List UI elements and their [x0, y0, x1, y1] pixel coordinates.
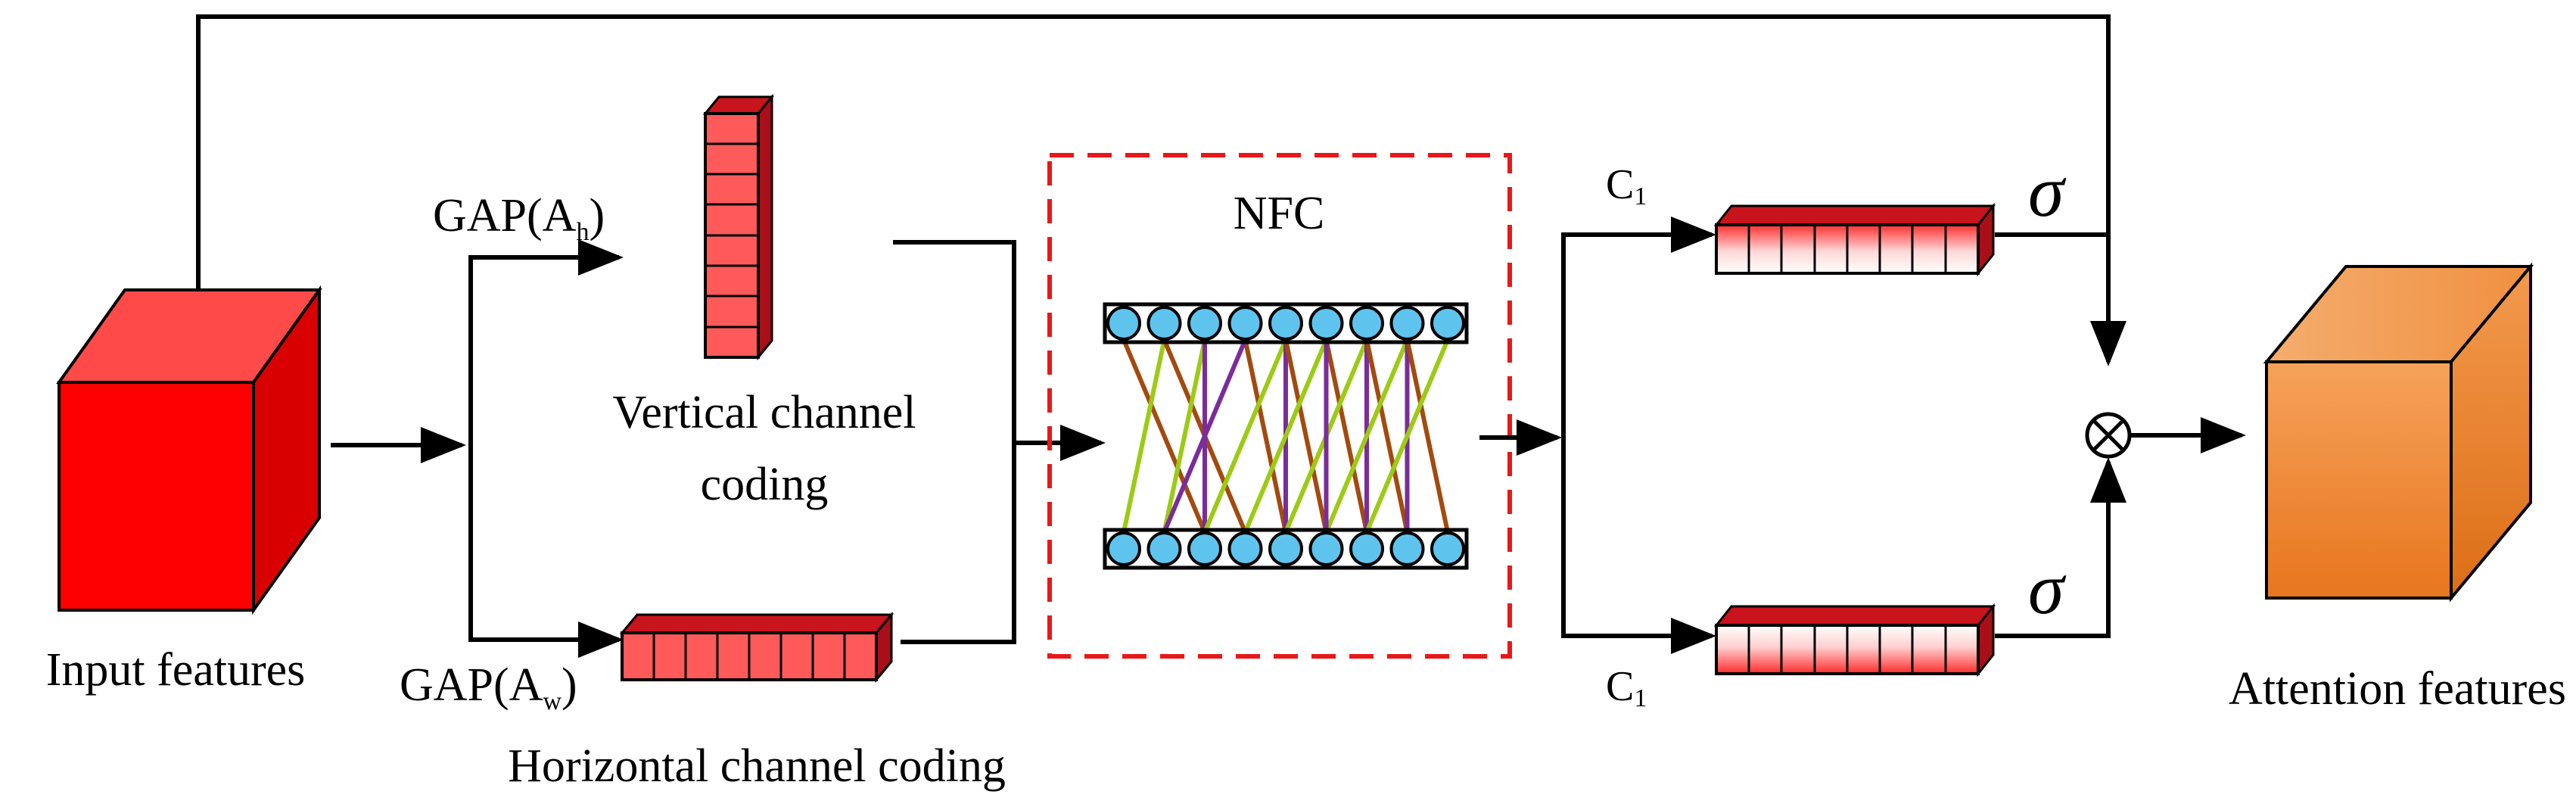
conv-bottom-arrow — [1561, 438, 1716, 654]
nfc-neuron — [1308, 306, 1344, 341]
sigma-bottom-arrow — [1995, 457, 2126, 638]
circled-times-icon — [2085, 412, 2132, 459]
nfc-neuron — [1349, 531, 1384, 566]
nfc-bottom-layer — [1103, 528, 1469, 570]
horizontal-coding-label: Horizontal channel coding — [508, 740, 1006, 792]
nfc-connection — [1324, 339, 1369, 533]
nfc-neuron — [1187, 531, 1222, 566]
nfc-neuron — [1268, 306, 1303, 341]
sigma-bottom-label: σ — [2028, 548, 2067, 629]
top-attention-vector — [1713, 202, 1996, 277]
nfc-connection — [1162, 339, 1207, 533]
nfc-label: NFC — [1234, 188, 1325, 239]
nfc-neuron — [1430, 531, 1465, 566]
nfc-neuron — [1146, 531, 1182, 566]
sigma-top-label: σ — [2028, 151, 2067, 232]
horizontal-merge-line — [901, 443, 1016, 644]
nfc-connection — [1122, 338, 1207, 534]
bottom-attention-vector — [1713, 603, 1996, 678]
skip-connection-arrow — [196, 14, 2126, 366]
conv-top-label: C1 — [1606, 161, 1647, 210]
nfc-neuron — [1227, 306, 1263, 341]
nfc-neuron — [1187, 306, 1222, 341]
nfc-connection — [1364, 339, 1410, 533]
gap-w-arrow — [468, 445, 624, 658]
nfc-connection — [1324, 338, 1410, 534]
gap-w-label: GAP(Aw) — [400, 659, 577, 715]
nfc-neuron — [1106, 306, 1141, 341]
attention-features-label: Attention features — [2229, 663, 2566, 715]
nfc-connection — [1283, 339, 1329, 533]
nfc-connection — [1202, 338, 1288, 534]
nfc-connections — [1122, 338, 1450, 534]
nfc-neuron — [1268, 531, 1303, 566]
vertical-channel-vector — [702, 93, 775, 361]
nfc-neuron — [1389, 531, 1425, 566]
vertical-coding-label-line2: coding — [701, 459, 829, 510]
gap-h-arrow — [468, 239, 624, 445]
nfc-connection — [1364, 338, 1450, 534]
attention-feature-cube — [2263, 262, 2534, 603]
nfc-connection — [1162, 338, 1248, 534]
vertical-merge-line — [893, 240, 1016, 443]
nfc-neuron — [1146, 306, 1182, 341]
nfc-neuron — [1106, 531, 1141, 566]
nfc-dashed-border — [1047, 153, 1512, 659]
vertical-coding-label-line1: Vertical channel — [612, 387, 916, 438]
input-features-label: Input features — [46, 644, 306, 696]
horizontal-channel-vector — [619, 611, 894, 684]
nfc-connection — [1243, 338, 1329, 534]
gap-h-label: GAP(Ah) — [433, 190, 605, 246]
nfc-neuron — [1308, 531, 1344, 566]
nfc-neuron — [1349, 306, 1384, 341]
nfc-neuron — [1430, 306, 1465, 341]
nfc-connection — [1243, 339, 1288, 533]
nfc-connection — [1122, 339, 1167, 533]
nfc-neuron — [1389, 306, 1425, 341]
nfc-neuron — [1227, 531, 1263, 566]
nfc-top-layer — [1103, 302, 1469, 344]
conv-top-arrow — [1561, 217, 1716, 438]
input-feature-cube — [56, 285, 322, 615]
conv-bottom-label: C1 — [1606, 663, 1647, 712]
nfc-connection — [1405, 339, 1450, 533]
